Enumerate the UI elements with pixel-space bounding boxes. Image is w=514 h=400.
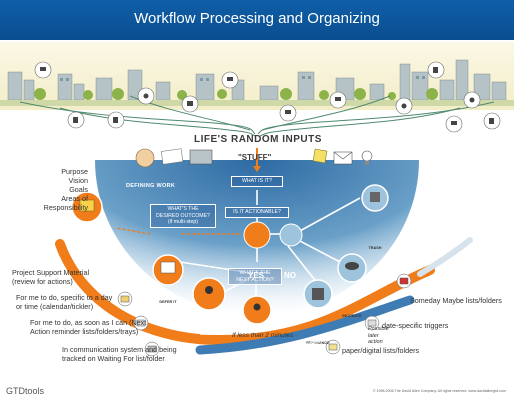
city-ground: [0, 100, 514, 106]
input-streams: [19, 95, 495, 137]
horizons-list: Purpose Vision Goals Areas of Responsibi…: [36, 167, 88, 212]
calendar-label: For me to do, specific to a day or time …: [16, 293, 113, 311]
project-label: PROJECT: [78, 259, 96, 263]
horizon-vision: Vision: [68, 176, 88, 185]
trash-label: TRASH: [368, 246, 382, 250]
page-title: Workflow Processing and Organizing: [134, 10, 380, 27]
city-icon-glyphs: [40, 67, 494, 125]
city-trees: [34, 88, 438, 100]
two-minute-rule: If less than 2 minutes: [232, 332, 294, 339]
collection-items: [135, 148, 373, 168]
next-action-line-2: NEXT ACTION?: [236, 276, 274, 283]
gtd-tools-logo: GTDtools: [6, 386, 45, 396]
possible-later-action: Possible later action: [368, 326, 389, 345]
inputs-heading: LIFE'S RANDOM INPUTS: [194, 134, 322, 145]
project-support-label: Project Support Material (review for act…: [12, 268, 90, 286]
actionable-box: IS IT ACTIONABLE?: [225, 207, 289, 218]
next-action-line-1: WHAT'S THE: [239, 270, 271, 276]
outcome-line-2: DESIRED OUTCOME?: [156, 212, 210, 219]
flow-arrows: [179, 190, 361, 300]
stuff-label: "STUFF": [238, 153, 272, 162]
incubate-label: INCUBATE: [342, 314, 362, 318]
horizon-areas-1: Areas of: [61, 194, 88, 203]
copyright-notice: © 1996-2006 The David Allen Company. All…: [372, 389, 506, 393]
city-ground-windows: [60, 76, 425, 81]
delegate-label: DELEGATE: [199, 332, 221, 336]
stuff-arrowhead: [253, 166, 261, 172]
reference-label: REFERENCE: [306, 341, 330, 345]
yes-node: [243, 221, 271, 249]
waiting-for-label: In communication system and being tracke…: [62, 345, 177, 363]
project-dashed-link: [115, 227, 151, 235]
outcome-line-3: (if multi-step): [168, 219, 198, 225]
do-label: DO IT: [251, 351, 263, 355]
outcome-line-1: WHAT'S THE: [167, 206, 199, 212]
defer-label: DEFER IT: [159, 300, 177, 304]
horizon-purpose: Purpose: [61, 167, 88, 176]
defining-work-label: DEFINING WORK: [126, 183, 176, 189]
organize-swoosh: [55, 239, 435, 346]
what-is-it-box: WHAT IS IT?: [231, 176, 283, 187]
title-banner: Workflow Processing and Organizing: [0, 0, 514, 40]
next-action-box: WHAT'S THE NEXT ACTION?: [228, 268, 282, 285]
triggers-label: date-specific triggers: [382, 321, 449, 330]
workflow-diagram: [0, 42, 514, 357]
horizon-areas-2: Responsibility: [43, 203, 88, 212]
side-icons: [117, 273, 412, 357]
no-label: NO: [284, 271, 296, 280]
predefined-work-band: [195, 295, 415, 355]
organize-swoosh-tail: [417, 237, 473, 277]
someday-label: Someday Maybe lists/folders: [410, 296, 502, 305]
no-node: [279, 223, 303, 247]
yes-label: YES: [248, 271, 265, 280]
paper-lists-label: paper/digital lists/folders: [342, 346, 420, 355]
horizon-goals: Goals: [69, 185, 88, 194]
next-actions-label: For me to do, as soon as I can (Next Act…: [30, 318, 147, 336]
outcome-box: WHAT'S THE DESIRED OUTCOME? (if multi-st…: [150, 204, 216, 228]
